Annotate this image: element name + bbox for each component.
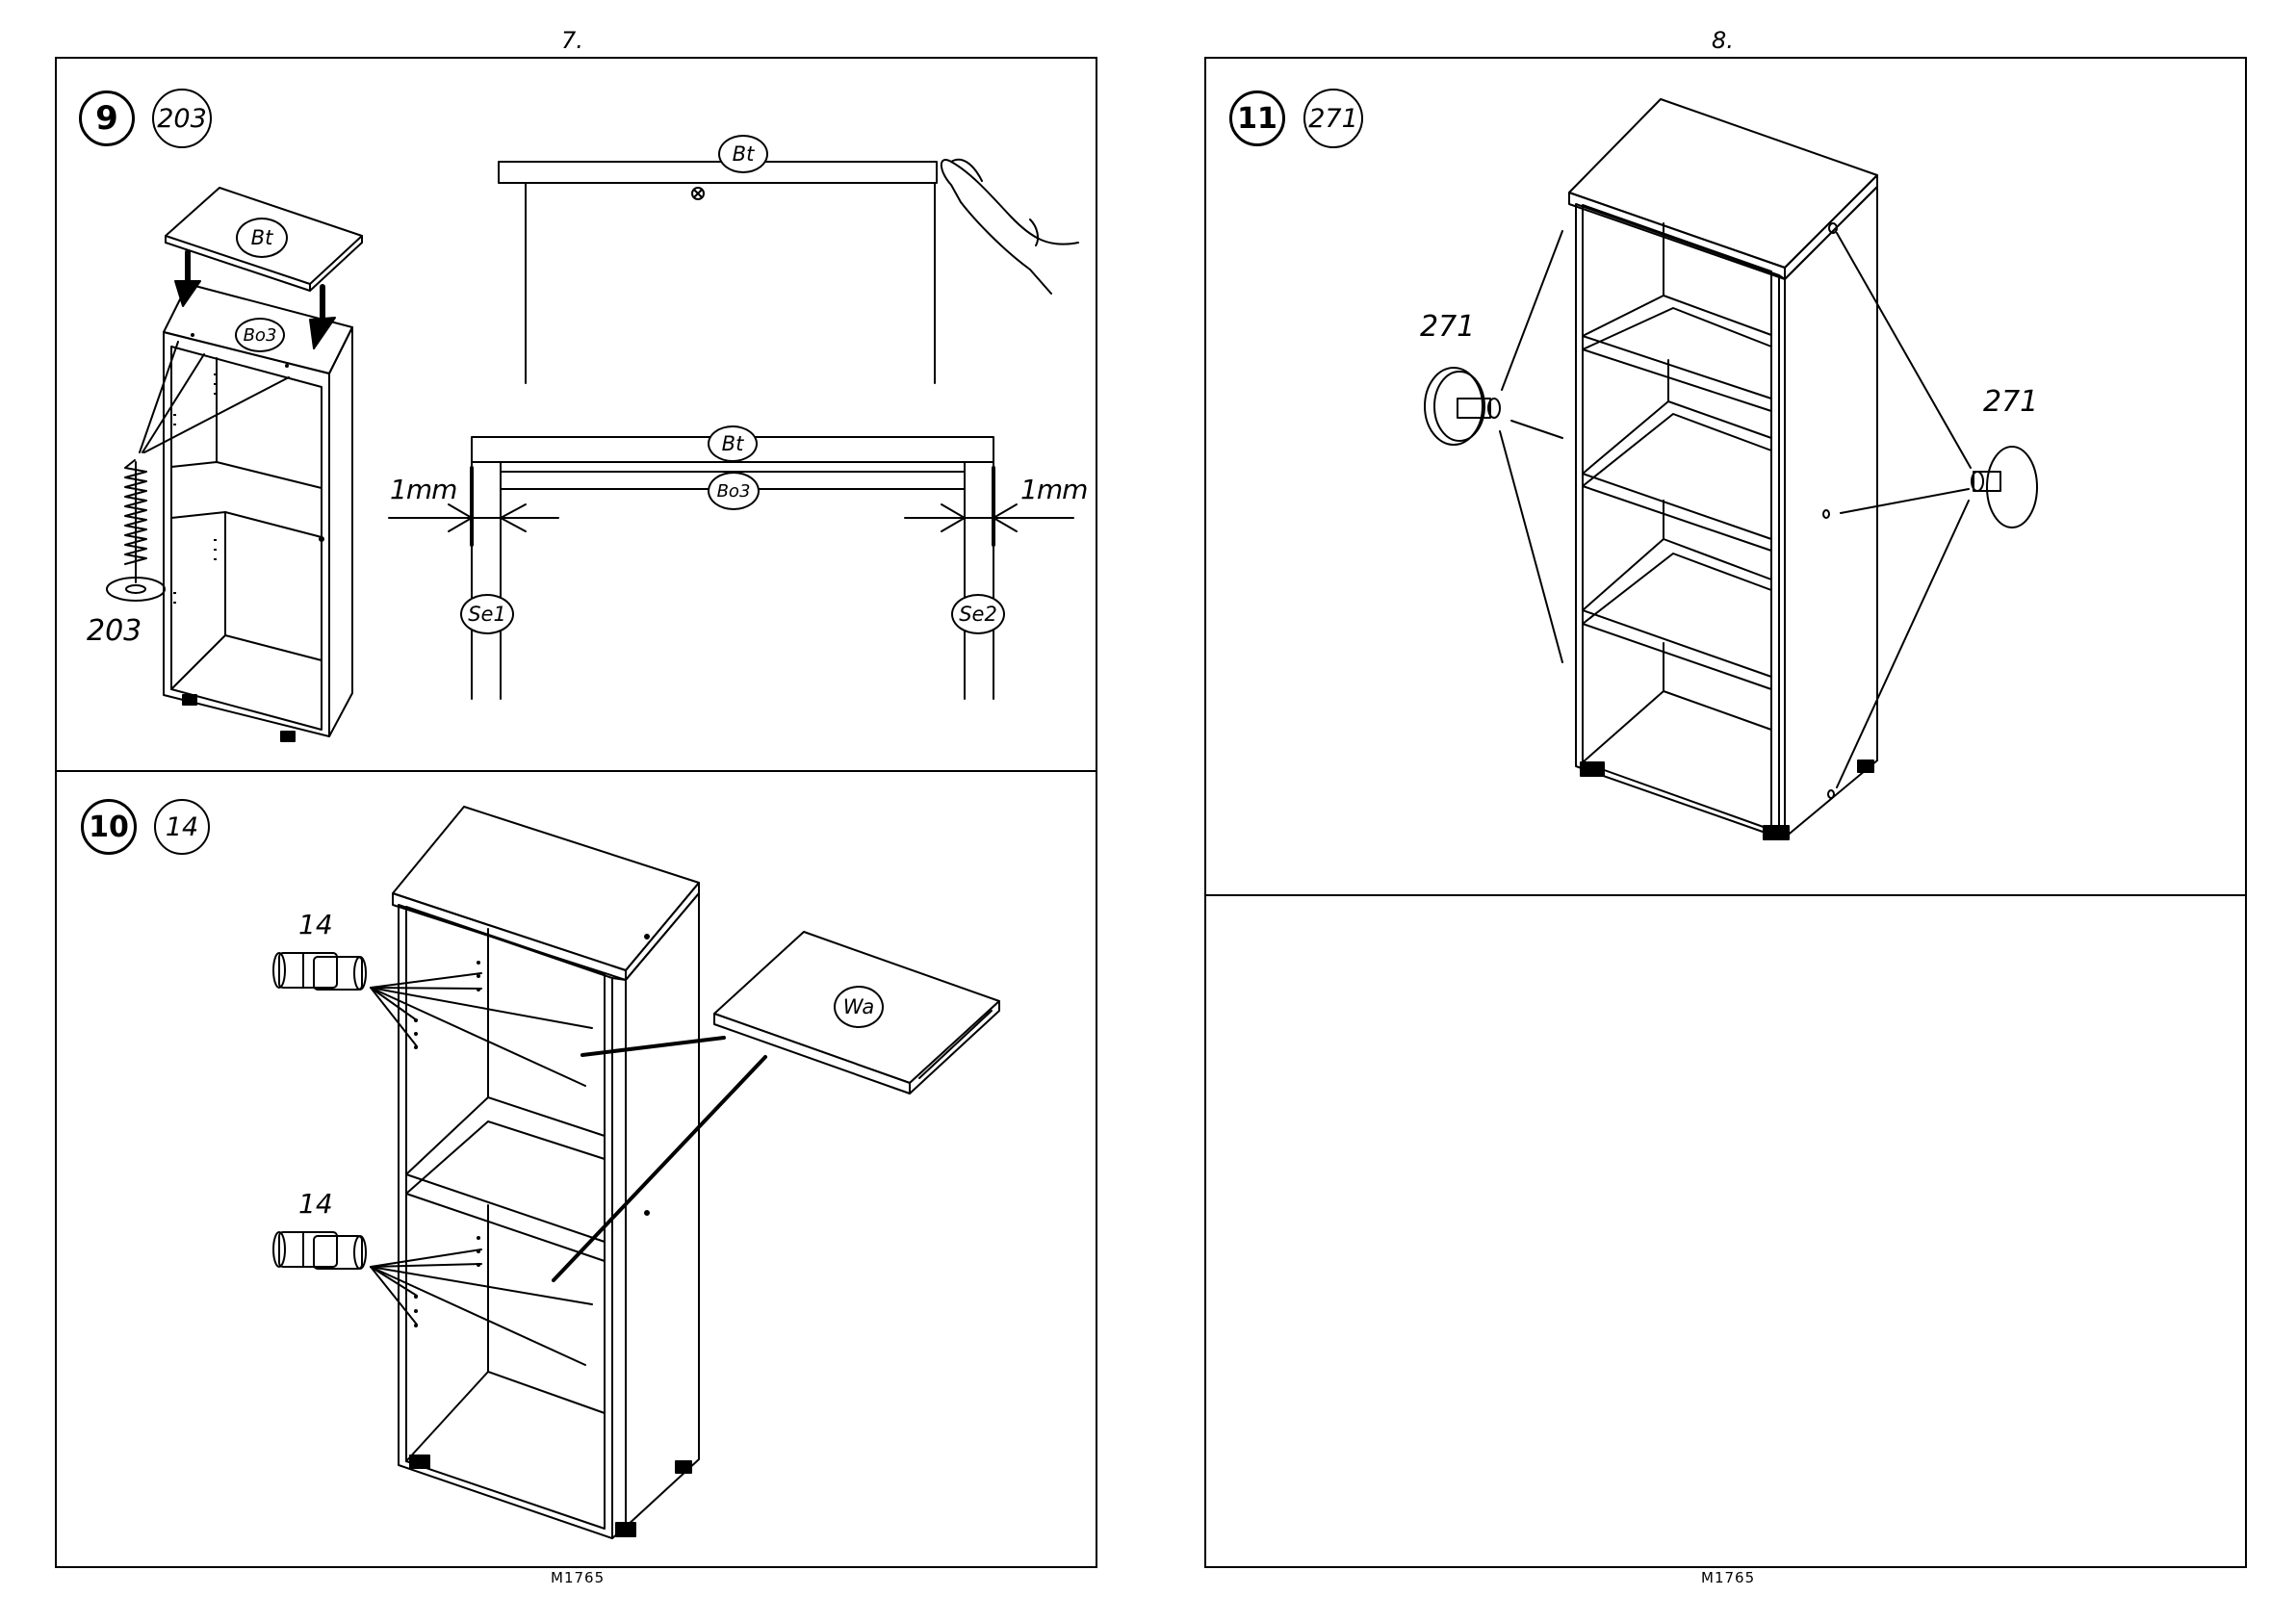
hole-mark — [214, 383, 217, 385]
hole-mark — [414, 1032, 418, 1036]
hole-mark — [477, 974, 480, 978]
step10-cabinet — [393, 807, 699, 1538]
screw-part-label: 203 — [87, 614, 142, 648]
step11-glides — [1425, 231, 2037, 787]
gap-left-label: 1mm — [390, 474, 456, 505]
hole-mark — [173, 414, 176, 416]
hole-mark — [414, 1324, 418, 1327]
hole-mark — [214, 549, 217, 551]
part-number-badge: 271 — [1303, 89, 1363, 148]
step10-dowels — [273, 953, 592, 1365]
step11-cabinet — [1569, 99, 1877, 839]
gap-right-label: 1mm — [1020, 474, 1087, 505]
section-shelf-label: Bo3 — [708, 472, 760, 510]
dowel-lower-label: 14 — [298, 1188, 333, 1220]
hole-mark — [173, 602, 176, 604]
hole-mark — [214, 558, 217, 560]
hole-mark — [477, 988, 480, 991]
hole-mark — [477, 1249, 480, 1253]
hole-mark — [214, 393, 217, 395]
hole-mark — [191, 333, 194, 337]
side-left-label: Se1 — [460, 594, 514, 634]
glide-left-label: 271 — [1420, 310, 1475, 344]
step-number-badge: 10 — [81, 799, 137, 855]
hole-mark — [173, 592, 176, 594]
hole-mark — [477, 1236, 480, 1240]
hole-mark — [477, 961, 480, 965]
hole-mark — [414, 1309, 418, 1313]
part-number-badge: 14 — [154, 799, 210, 855]
step-number-badge: 9 — [79, 90, 135, 146]
dowel-upper-label: 14 — [298, 909, 333, 940]
detail-top-panel-label: Bt — [718, 135, 768, 173]
hole-mark — [214, 373, 217, 375]
step10-shelf — [554, 932, 999, 1280]
side-right-label: Se2 — [951, 594, 1005, 634]
section-top-panel-label: Bt — [708, 425, 758, 462]
hole-mark — [414, 1295, 418, 1299]
step9-detail-top — [499, 160, 1078, 383]
shelf-board-label: Bo3 — [235, 318, 285, 352]
step9-screw — [107, 342, 289, 601]
top-panel-label: Bt — [236, 218, 288, 258]
hole-mark — [414, 1045, 418, 1049]
step-number-badge: 11 — [1229, 90, 1285, 146]
part-number-badge: 203 — [152, 89, 212, 148]
glide-right-label: 271 — [1983, 385, 2038, 419]
step9-cabinet — [164, 284, 352, 741]
hole-mark — [285, 364, 289, 368]
hole-mark — [214, 539, 217, 541]
hole-mark — [477, 1263, 480, 1267]
shelf-label: Wa — [834, 986, 884, 1028]
hole-mark — [173, 424, 176, 425]
hole-mark — [414, 1018, 418, 1022]
